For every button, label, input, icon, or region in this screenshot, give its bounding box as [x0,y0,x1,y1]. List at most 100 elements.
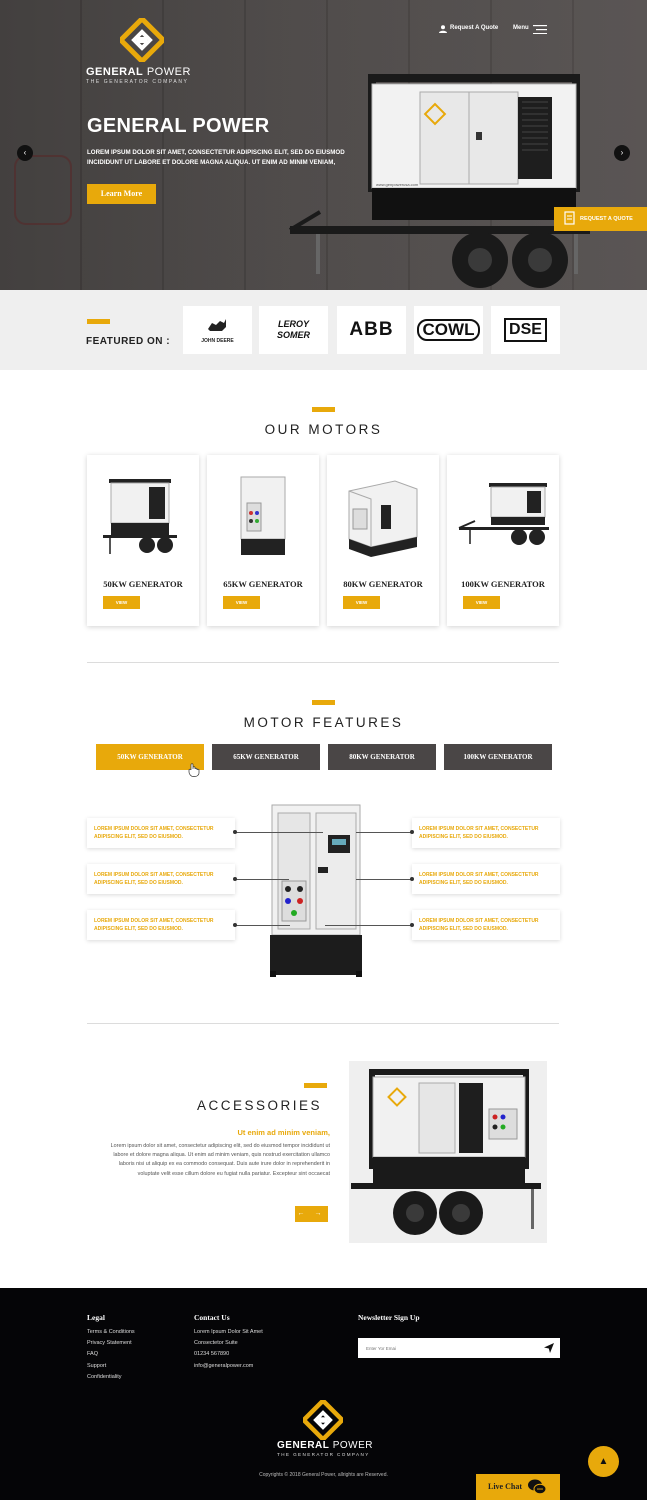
connector-dot [233,923,237,927]
view-button[interactable]: VIEW [463,596,500,609]
logo-mark-icon [120,18,164,62]
footer-contact-title: Contact Us [194,1313,230,1322]
footer-legal-title: Legal [87,1313,105,1322]
brand-dse[interactable]: DSE [491,306,560,354]
brand-label: COWL [416,319,481,341]
brand-leroy-somer[interactable]: LEROY SOMER [259,306,328,354]
newsletter-send-button[interactable] [538,1338,560,1358]
quote-document-icon [564,211,575,225]
motor-card-100kw[interactable]: 100KW GENERATOR VIEW [447,455,559,626]
brand-cowl[interactable]: COWL [414,306,483,354]
accessories-text: Lorem ipsum dolor sit amet, consectetur … [110,1143,330,1177]
section-divider [87,1023,559,1024]
feature-callout-left-1: LOREM IPSUM DOLOR SIT AMET, CONSECTETUR … [87,818,235,848]
logo[interactable]: GENERAL POWER THE GENERATOR COMPANY [86,18,206,88]
chat-bubbles-icon [528,1479,546,1495]
motor-name: 50KW GENERATOR [103,579,183,589]
accessories-title: ACCESSORIES [197,1098,323,1113]
motors-accent-bar [312,407,335,412]
footer-link-terms[interactable]: Terms & Conditions [87,1329,135,1335]
motors-title: OUR MOTORS [264,422,383,437]
hero-prev-arrow[interactable]: ‹ [17,145,33,161]
feature-callout-right-1: LOREM IPSUM DOLOR SIT AMET, CONSECTETUR … [412,818,560,848]
featured-accent-bar [87,319,110,324]
tab-80kw[interactable]: 80KW GENERATOR [328,744,436,770]
send-icon [544,1343,554,1353]
deer-icon [208,318,227,331]
menu-button[interactable]: Menu [513,25,529,31]
feature-callout-left-3: LOREM IPSUM DOLOR SIT AMET, CONSECTETUR … [87,910,235,940]
footer-link-faq[interactable]: FAQ [87,1351,99,1358]
newsletter-email-input[interactable] [358,1338,560,1358]
accessories-accent-bar [304,1083,327,1088]
feature-connector [235,879,289,880]
logo-tagline: THE GENERATOR COMPANY [86,79,189,85]
hero-trailer-url: www.genpowerusa.com [376,182,419,187]
feature-callout-right-2: LOREM IPSUM DOLOR SIT AMET, CONSECTETUR … [412,864,560,894]
footer-contact-lines: Lorem Ipsum Dolor Sit Amet Consectetor S… [194,1327,263,1372]
motor-name: 65KW GENERATOR [223,579,303,589]
brand-label: DSE [504,318,547,342]
motor-card-65kw[interactable]: 65KW GENERATOR VIEW [207,455,319,626]
brand-abb[interactable]: ABB [337,306,406,354]
tab-50kw[interactable]: 50KW GENERATOR [96,744,204,770]
features-accent-bar [312,700,335,705]
motor-card-80kw[interactable]: 80KW GENERATOR VIEW [327,455,439,626]
hero-generator-image: www.genpowerusa.com [288,74,590,288]
view-button[interactable]: VIEW [103,596,140,609]
footer-link-confidentiality[interactable]: Confidentiality [87,1373,122,1380]
footer-logo[interactable]: GENERAL POWER THE GENERATOR COMPANY [276,1400,373,1457]
motor-name: 100KW GENERATOR [461,579,545,589]
feature-generator-image [270,804,362,977]
feature-connector [356,879,412,880]
footer-link-support[interactable]: Support [87,1362,107,1369]
feature-callout-left-2: LOREM IPSUM DOLOR SIT AMET, CONSECTETUR … [87,864,235,894]
tab-65kw[interactable]: 65KW GENERATOR [212,744,320,770]
brand-john-deere[interactable]: JOHN DEERE [183,306,252,354]
featured-label: FEATURED ON : [86,336,171,347]
hero-description: LOREM IPSUM DOLOR SIT AMET, CONSECTETUR … [87,149,345,166]
feature-connector [356,832,412,833]
footer-contact-email[interactable]: info@generalpower.com [194,1362,254,1369]
learn-more-button[interactable]: Learn More [87,184,156,204]
brand-label: ABB [349,319,394,340]
motor-image [240,476,286,555]
hero-title: GENERAL POWER [87,115,270,137]
connector-dot [233,830,237,834]
logo-tagline: THE GENERATOR COMPANY [277,1452,370,1457]
feature-callout-right-3: LOREM IPSUM DOLOR SIT AMET, CONSECTETUR … [412,910,560,940]
brand-label: LEROY SOMER [276,319,310,340]
hand-cursor-icon [188,763,200,777]
tab-100kw[interactable]: 100KW GENERATOR [444,744,552,770]
request-quote-link[interactable]: Request A Quote [450,25,499,31]
hero-next-arrow[interactable]: › [614,145,630,161]
motor-name: 80KW GENERATOR [343,579,423,589]
logo-name: GENERAL POWER [277,1440,373,1451]
brand-label: JOHN DEERE [201,337,234,344]
user-icon [439,25,447,33]
accessories-nav-arrows[interactable]: ← → [295,1206,328,1222]
footer-contact-address: Lorem Ipsum Dolor Sit Amet [194,1329,263,1335]
accessories-subtitle: Ut enim ad minim veniam, [237,1128,330,1137]
hero-background-light [14,155,72,225]
motor-card-50kw[interactable]: 50KW GENERATOR VIEW [87,455,199,626]
logo-mark-icon [303,1400,343,1440]
feature-connector [325,925,412,926]
footer-link-privacy[interactable]: Privacy Statement [87,1340,132,1347]
connector-dot [410,923,414,927]
footer [0,1288,647,1500]
section-divider [87,662,559,663]
scroll-to-top-button[interactable]: ▲ [588,1446,619,1477]
view-button[interactable]: VIEW [223,596,260,609]
connector-dot [410,877,414,881]
logo-name: GENERAL POWER [86,66,191,78]
view-button[interactable]: VIEW [343,596,380,609]
live-chat-button[interactable]: Live Chat [476,1474,560,1500]
footer-contact-phone[interactable]: 01234 567890 [194,1351,230,1358]
hamburger-icon[interactable] [533,25,547,34]
motor-image [103,479,177,554]
copyright-text: Copyrights © 2018 General Power, allrigh… [259,1472,388,1478]
connector-dot [233,877,237,881]
footer-legal-links: Terms & Conditions Privacy Statement FAQ… [87,1327,135,1383]
features-title: MOTOR FEATURES [243,715,404,730]
